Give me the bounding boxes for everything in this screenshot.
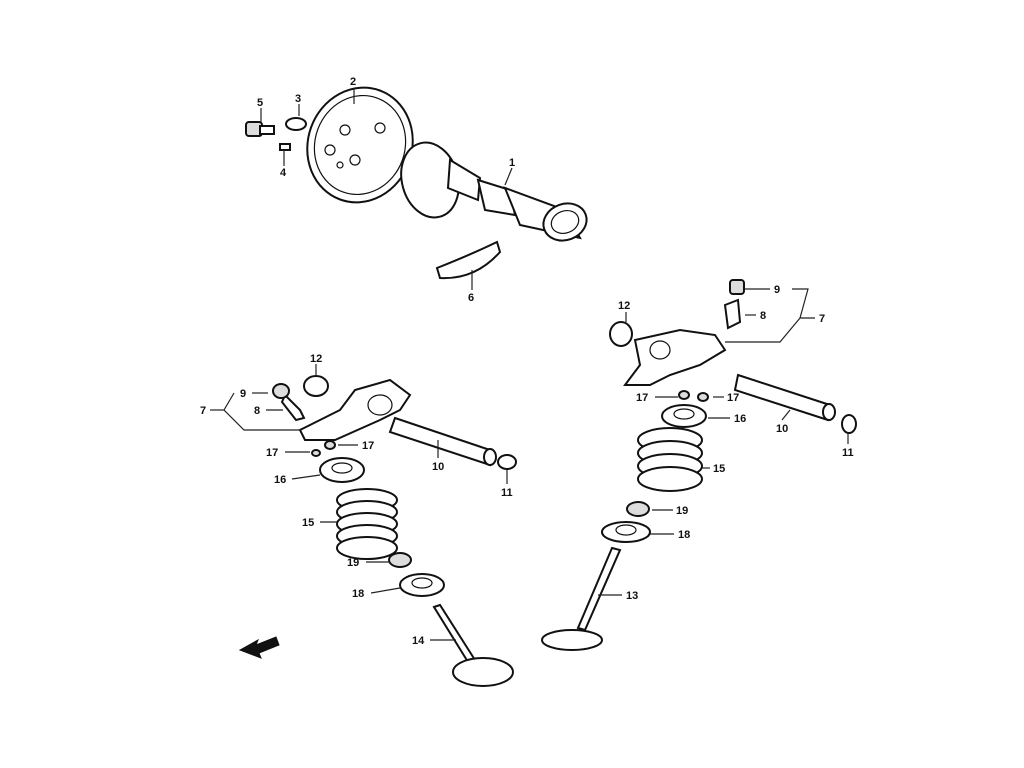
label-left-14: 14 <box>412 635 425 647</box>
label-left-15: 15 <box>302 517 314 529</box>
left-rocker-arm <box>298 378 412 441</box>
label-right-13: 13 <box>626 590 638 602</box>
label-left-17a: 17 <box>362 440 374 452</box>
left-o-ring-12 <box>303 375 329 397</box>
left-adjust-screw <box>272 383 306 422</box>
left-valve-14 <box>432 603 514 687</box>
left-rocker-shaft <box>388 416 497 467</box>
left-seal-19 <box>388 552 412 568</box>
left-spring-retainer-16 <box>319 457 365 483</box>
right-o-ring-11 <box>841 414 857 434</box>
bolt-5 <box>245 121 275 137</box>
left-cotter-17a <box>324 440 336 450</box>
right-o-ring-12 <box>609 321 633 347</box>
label-1: 1 <box>509 157 515 169</box>
label-left-10: 10 <box>432 461 444 473</box>
label-right-9: 9 <box>774 284 780 296</box>
label-right-7: 7 <box>819 313 825 325</box>
label-left-18: 18 <box>352 588 364 600</box>
left-cotter-17b <box>311 449 321 457</box>
label-left-9: 9 <box>240 388 246 400</box>
right-seal-19 <box>626 501 650 517</box>
right-adjust-screw <box>723 279 745 330</box>
label-right-18: 18 <box>678 529 690 541</box>
right-cotter-17b <box>697 392 709 402</box>
leader-lines <box>210 88 849 641</box>
part-labels: 1 2 3 4 5 6 9 8 7 12 10 11 17 17 16 15 1… <box>200 76 854 647</box>
label-2: 2 <box>350 76 356 88</box>
pin-3 <box>285 117 307 131</box>
label-left-7: 7 <box>200 405 206 417</box>
label-6: 6 <box>468 292 474 304</box>
right-rocker-shaft <box>733 373 836 422</box>
front-arrow-icon <box>238 636 280 659</box>
label-3: 3 <box>295 93 301 105</box>
label-right-17a: 17 <box>636 392 648 404</box>
label-left-17b: 17 <box>266 447 278 459</box>
right-spring-retainer-16 <box>661 404 707 428</box>
thrust-washer-6 <box>435 240 502 280</box>
label-right-8: 8 <box>760 310 766 322</box>
label-left-16: 16 <box>274 474 286 486</box>
label-4: 4 <box>280 167 287 179</box>
right-valve-13 <box>541 546 622 651</box>
left-spring-seat-18 <box>399 573 445 597</box>
label-5: 5 <box>257 97 263 109</box>
right-rocker-arm <box>623 328 727 386</box>
label-left-8: 8 <box>254 405 260 417</box>
right-valve-spring-15 <box>637 427 703 492</box>
pin-4 <box>279 143 291 151</box>
camshaft <box>400 141 588 242</box>
label-right-11: 11 <box>842 447 854 459</box>
label-right-12: 12 <box>618 300 630 312</box>
left-valve-spring-15 <box>336 488 398 560</box>
label-right-16: 16 <box>734 413 746 425</box>
label-right-10: 10 <box>776 423 788 435</box>
label-left-12: 12 <box>310 353 322 365</box>
right-spring-seat-18 <box>601 521 651 543</box>
label-right-17b: 17 <box>727 392 739 404</box>
left-o-ring-11 <box>497 454 517 470</box>
label-right-15: 15 <box>713 463 725 475</box>
label-left-19: 19 <box>347 557 359 569</box>
right-cotter-17a <box>678 390 690 400</box>
label-right-19: 19 <box>676 505 688 517</box>
label-left-11: 11 <box>501 487 513 499</box>
